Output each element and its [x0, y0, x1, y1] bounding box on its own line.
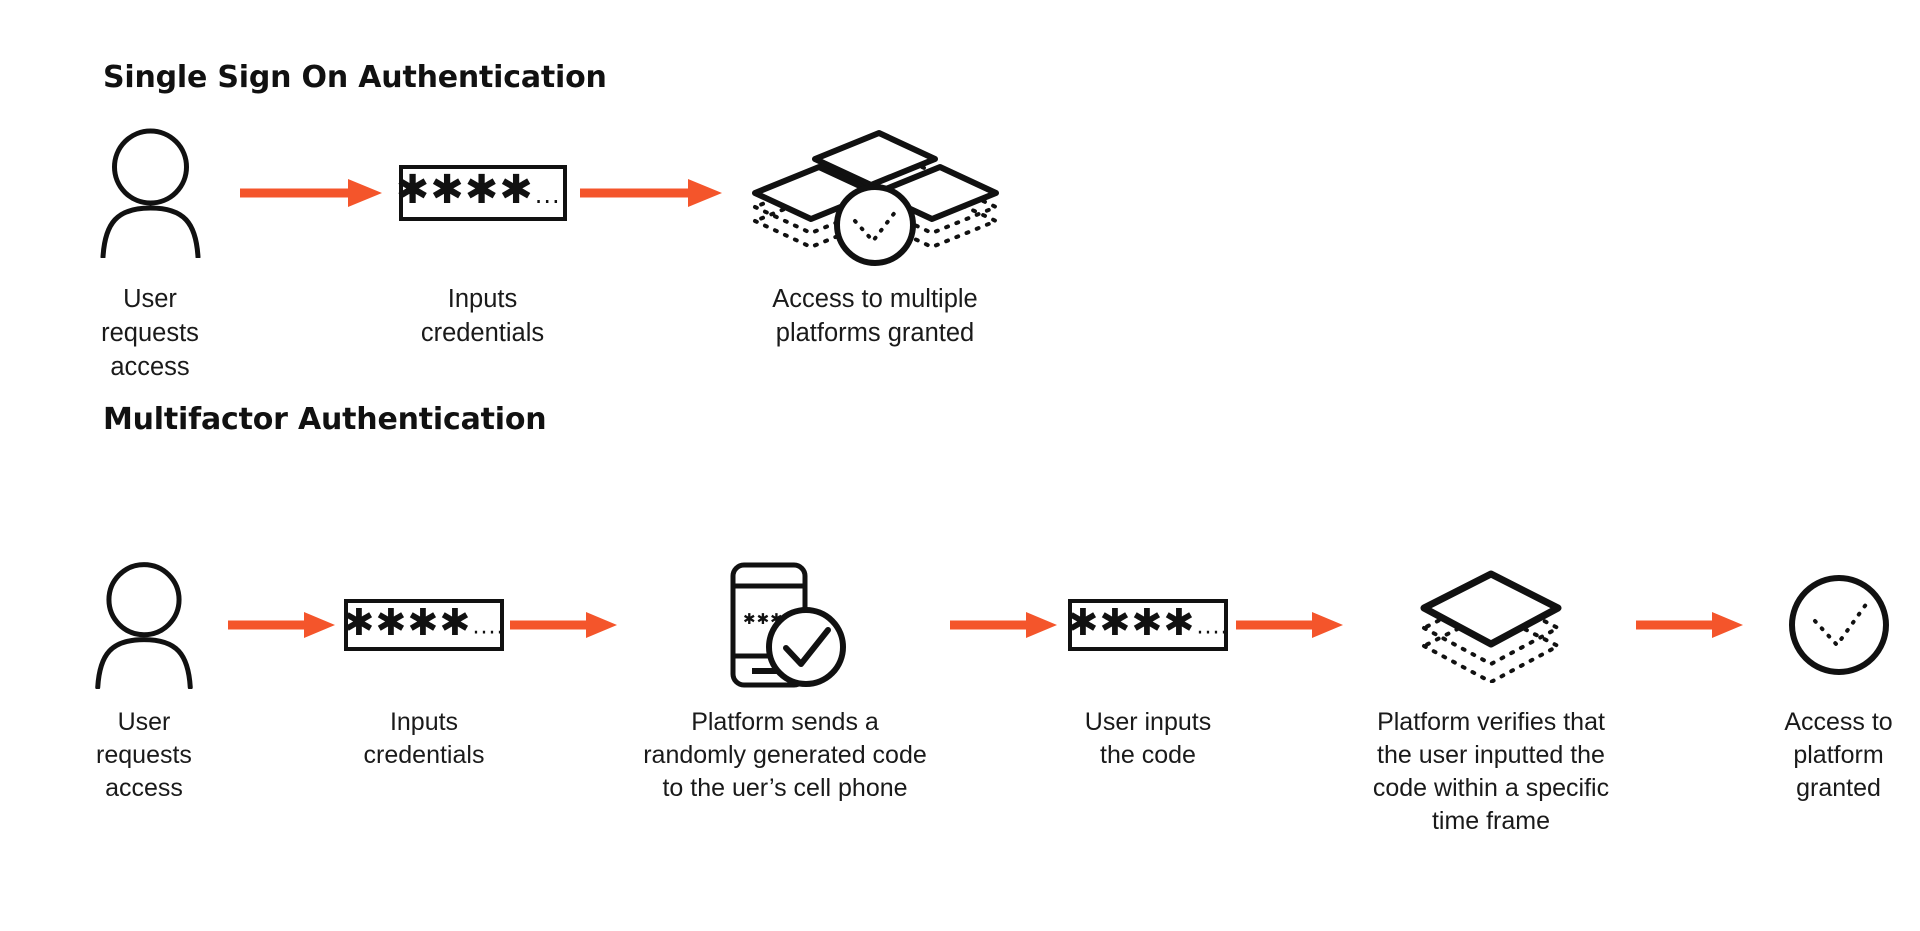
arrow-mfa-4 [1236, 560, 1346, 690]
arrow-right-icon [1236, 612, 1343, 638]
arrow-mfa-3 [950, 560, 1060, 690]
icon-slot: ✱✱✱✱ ···· [395, 118, 570, 268]
icon-slot [1416, 560, 1566, 690]
arrow-right-icon [1636, 612, 1743, 638]
step-caption: Inputs credentials [363, 708, 485, 769]
flow-step-mfa-granted: Access to platform granted [1746, 560, 1920, 805]
section-title-mfa: Multifactor Authentication [103, 402, 547, 437]
password-stars: ✱✱✱✱ [1067, 600, 1196, 644]
step-caption: Platform verifies that the user inputted… [1372, 708, 1610, 835]
icon-slot [93, 118, 208, 268]
password-dots: ···· [472, 621, 505, 646]
password-stars: ✱✱✱✱ [343, 600, 472, 644]
password-field-icon: ✱✱✱✱ ···· [395, 165, 570, 221]
user-icon [88, 561, 200, 689]
arrow-mfa-2 [510, 560, 620, 690]
step-caption: Inputs credentials [420, 285, 545, 347]
arrow-mfa-1 [228, 560, 338, 690]
check-circle-icon [1787, 573, 1891, 677]
step-caption: User requests access [96, 708, 192, 802]
flow-step-mfa-credentials: ✱✱✱✱ ···· Inputs credentials [338, 560, 510, 772]
section-title-sso: Single Sign On Authentication [103, 60, 607, 95]
arrow-sso-2 [580, 118, 725, 268]
icon-slot: ✱✱✱✱ ···· [344, 560, 504, 690]
flow-step-sso-user: User requests access [60, 118, 240, 384]
icon-slot [88, 560, 200, 690]
password-stars: ✱✱✱✱ [395, 167, 534, 213]
arrow-right-icon [228, 612, 335, 638]
icon-slot: ✱✱✱✱✱✱ [720, 560, 850, 690]
password-field-icon: ✱✱✱✱ ···· [344, 599, 504, 651]
arrow-right-icon [950, 612, 1057, 638]
step-caption: User requests access [101, 285, 199, 381]
user-icon [93, 128, 208, 258]
flow-row-sso: User requests access ✱✱✱✱ ···· Inputs cr… [60, 118, 1025, 384]
password-dots: ···· [1196, 621, 1229, 646]
icon-slot: ✱✱✱✱ ···· [1068, 560, 1228, 690]
flow-step-mfa-verify: Platform verifies that the user inputted… [1346, 560, 1636, 838]
multiple-platforms-icon [743, 121, 1008, 266]
flow-step-mfa-code-input: ✱✱✱✱ ···· User inputs the code [1060, 560, 1236, 772]
arrow-mfa-5 [1636, 560, 1746, 690]
icon-slot [1787, 560, 1891, 690]
arrow-right-icon [510, 612, 617, 638]
step-caption: User inputs the code [1084, 708, 1212, 769]
step-caption: Platform sends a randomly generated code… [643, 708, 927, 802]
arrow-sso-1 [240, 118, 385, 268]
step-caption: Access to platform granted [1784, 708, 1893, 802]
flow-row-mfa: User requests access ✱✱✱✱ ···· Inputs cr… [60, 560, 1920, 838]
step-caption: Access to multiple platforms granted [772, 285, 978, 347]
phone-verified-icon: ✱✱✱✱✱✱ [720, 561, 850, 689]
flow-step-mfa-user: User requests access [60, 560, 228, 805]
icon-slot [743, 118, 1008, 268]
arrow-right-icon [580, 179, 722, 207]
platform-stack-icon [1416, 568, 1566, 683]
password-field-icon: ✱✱✱✱ ···· [1068, 599, 1228, 651]
flow-step-sso-access: Access to multiple platforms granted [725, 118, 1025, 350]
flow-step-mfa-code-sent: ✱✱✱✱✱✱ Platform sends a randomly generat… [620, 560, 950, 805]
flow-step-sso-credentials: ✱✱✱✱ ···· Inputs credentials [385, 118, 580, 350]
arrow-right-icon [240, 179, 382, 207]
password-dots: ···· [534, 188, 570, 216]
